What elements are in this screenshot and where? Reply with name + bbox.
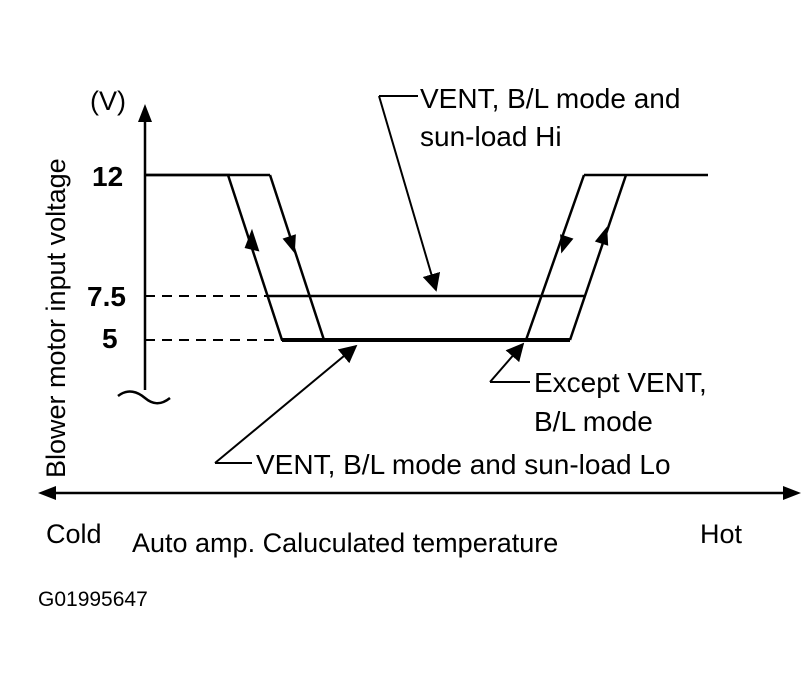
label-except-vent-line2: B/L mode (534, 406, 653, 437)
x-axis-arrowhead-left (38, 486, 56, 500)
left-slope-outer (226, 174, 284, 341)
leader-except-vent (489, 342, 525, 383)
arrow-up-right-slope (594, 226, 609, 246)
label-except-vent-line1: Except VENT, (534, 367, 707, 398)
leader-sun-load-lo (214, 344, 358, 464)
figure-code: G01995647 (38, 588, 148, 611)
y-tick-7-5: 7.5 (87, 281, 126, 312)
left-slope-inner (268, 174, 326, 341)
leader-sun-load-hi (378, 95, 441, 292)
x-axis-arrowhead-right (783, 486, 801, 500)
y-tick-12: 12 (92, 161, 123, 192)
x-label-hot: Hot (700, 519, 743, 549)
arrow-up-left-slope (244, 228, 260, 252)
x-axis-title: Auto amp. Caluculated temperature (132, 528, 558, 558)
label-sun-load-lo: VENT, B/L mode and sun-load Lo (256, 449, 671, 480)
right-slope-inner (524, 174, 586, 341)
y-axis-arrowhead (138, 104, 152, 122)
y-axis-unit: (V) (90, 86, 126, 116)
arrow-down-right-slope (560, 234, 574, 254)
label-sun-load-hi-line2: sun-load Hi (420, 121, 562, 152)
y-axis-title: Blower motor input voltage (41, 158, 71, 478)
arrow-down-left-slope (282, 234, 296, 254)
y-tick-5: 5 (102, 323, 118, 354)
y-axis-break (117, 390, 171, 405)
x-label-cold: Cold (46, 519, 102, 549)
right-slope-outer (568, 174, 628, 341)
label-sun-load-hi-line1: VENT, B/L mode and (420, 83, 680, 114)
